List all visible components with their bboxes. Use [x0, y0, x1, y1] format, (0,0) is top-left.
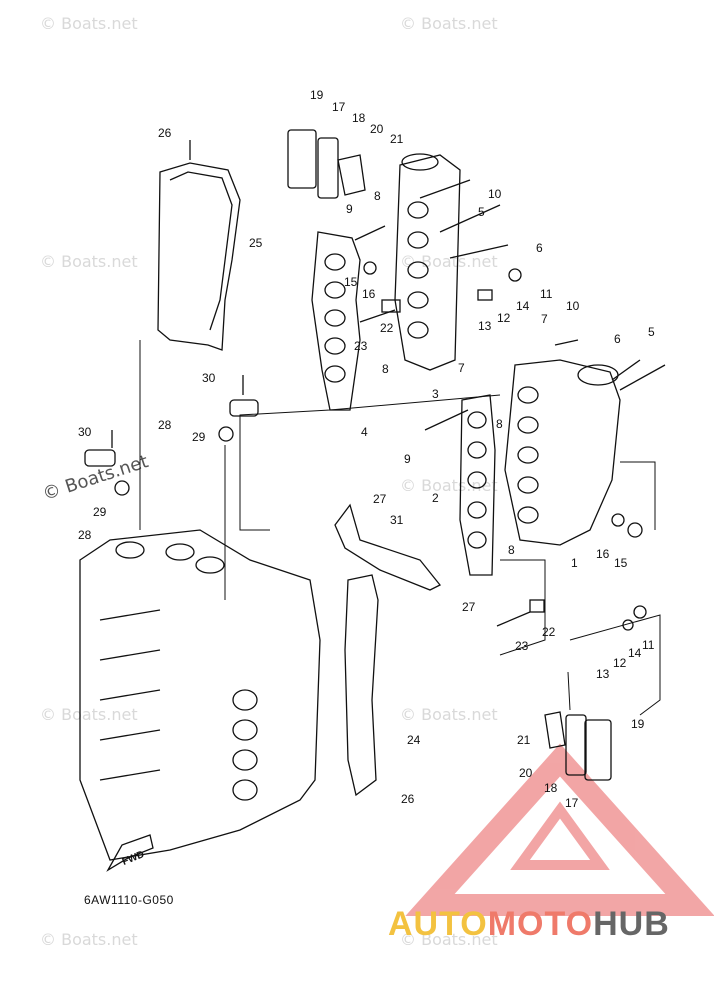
callout-19: 19: [310, 88, 324, 102]
callout-22: 22: [380, 321, 394, 335]
brand-logo: AUTOMOTOHUB: [388, 905, 670, 944]
callout-28b: 28: [78, 528, 92, 542]
callout-3: 3: [432, 387, 439, 401]
callout-4: 4: [361, 425, 368, 439]
callout-8: 8: [374, 189, 381, 203]
callout-9b: 9: [404, 452, 411, 466]
callout-24: 24: [407, 733, 421, 747]
callout-5b: 5: [648, 325, 655, 339]
callout-6: 6: [536, 241, 543, 255]
callout-30: 30: [202, 371, 216, 385]
callout-26b: 26: [401, 792, 415, 806]
callout-27: 27: [373, 492, 387, 506]
manifold-3: [394, 154, 461, 371]
callout-29: 29: [192, 430, 206, 444]
brand-logo-triangle: [405, 743, 714, 916]
callout-20b: 20: [519, 766, 533, 780]
watermark: © Boats.net: [40, 252, 138, 271]
callout-5: 5: [478, 205, 485, 219]
callout-7b: 7: [458, 361, 465, 375]
callout-25: 25: [249, 236, 263, 250]
cover-17-bottom: [584, 719, 612, 781]
manifold-1: [504, 359, 621, 546]
callout-26: 26: [158, 126, 172, 140]
callout-20: 20: [370, 122, 384, 136]
line-art: [79, 129, 666, 872]
callout-8d: 8: [508, 543, 515, 557]
callout-31: 31: [390, 513, 404, 527]
callout-29b: 29: [93, 505, 107, 519]
cylinder-block: [79, 529, 321, 861]
brand-part-2: MOTO: [487, 905, 594, 943]
brand-part-3: HUB: [593, 905, 670, 943]
drawing-code: 6AW1110-G050: [84, 893, 174, 907]
callout-10: 10: [488, 187, 502, 201]
callout-18b: 18: [544, 781, 558, 795]
callout-16: 16: [362, 287, 376, 301]
callout-13: 13: [478, 319, 492, 333]
callout-14: 14: [516, 299, 530, 313]
callout-1: 1: [571, 556, 578, 570]
watermark: © Boats.net: [40, 14, 138, 33]
cover-17-top: [287, 129, 317, 189]
callout-9: 9: [346, 202, 353, 216]
bracket-31: [334, 503, 442, 591]
watermark: © Boats.net: [400, 930, 498, 949]
callout-8c: 8: [496, 417, 503, 431]
watermark: © Boats.net: [400, 14, 498, 33]
callout-8b: 8: [382, 362, 389, 376]
callout-17b: 17: [565, 796, 579, 810]
callout-12: 12: [497, 311, 511, 325]
callout-11b: 11: [642, 638, 655, 652]
fwd-arrow: [106, 834, 154, 872]
callout-2: 2: [432, 491, 439, 505]
callout-18: 18: [352, 111, 366, 125]
callout-17: 17: [332, 100, 346, 114]
brand-part-1: AUTO: [388, 905, 488, 943]
callout-11: 11: [540, 287, 553, 301]
cover-25: [157, 162, 241, 351]
callout-6b: 6: [614, 332, 621, 346]
callout-21b: 21: [517, 733, 531, 747]
callout-10b: 10: [566, 299, 580, 313]
cover-24: [344, 574, 379, 797]
callout-19b: 19: [631, 717, 645, 731]
callout-23b: 23: [515, 639, 529, 653]
watermark: © Boats.net: [40, 705, 138, 724]
watermark: © Boats.net: [40, 930, 138, 949]
callout-7: 7: [541, 312, 548, 326]
callout-27b: 27: [462, 600, 476, 614]
watermark: © Boats.net: [400, 252, 498, 271]
callout-12b: 12: [613, 656, 627, 670]
callout-14b: 14: [628, 646, 642, 660]
callout-15: 15: [344, 275, 358, 289]
callout-22b: 22: [542, 625, 556, 639]
callout-28: 28: [158, 418, 172, 432]
gasket-2: [459, 394, 496, 576]
watermark: © Boats.net: [400, 705, 498, 724]
callout-30b: 30: [78, 425, 92, 439]
watermark: © Boats.net: [400, 476, 498, 495]
callout-21: 21: [390, 132, 404, 146]
callout-23: 23: [354, 339, 368, 353]
callout-15b: 15: [614, 556, 628, 570]
callout-13b: 13: [596, 667, 610, 681]
callout-16b: 16: [596, 547, 610, 561]
gasket-4: [311, 231, 361, 411]
